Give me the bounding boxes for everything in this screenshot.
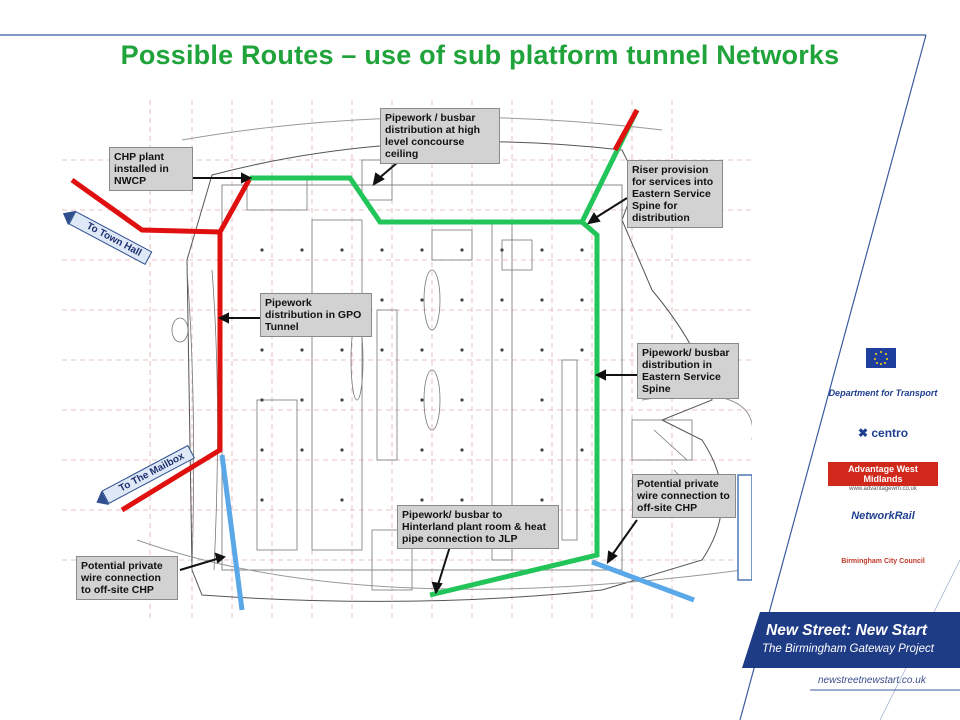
callout-eastern-spine: Pipework/ busbar distribution in Eastern… <box>637 343 739 399</box>
awm-logo: Advantage West Midlands www.advantagewm.… <box>828 462 938 492</box>
callout-gpo-tunnel: Pipework distribution in GPO Tunnel <box>260 293 372 337</box>
route-green-spine <box>429 220 600 598</box>
route-green-concourse <box>250 108 640 225</box>
route-blue-right <box>591 559 695 603</box>
route-blue-left <box>219 454 245 611</box>
callout-pipework-concourse: Pipework / busbar distribution at high l… <box>380 108 500 164</box>
brand-title: New Street: New Start <box>766 622 928 639</box>
brand-banner <box>742 612 960 668</box>
callout-private-wire-left: Potential private wire connection to off… <box>76 556 178 600</box>
callout-riser: Riser provision for services into Easter… <box>627 160 723 228</box>
centro-logo: ✖ centro <box>857 426 909 440</box>
slide-title: Possible Routes – use of sub platform tu… <box>120 40 840 70</box>
callout-private-wire-right: Potential private wire connection to off… <box>632 474 736 518</box>
bcc-logo: Birmingham City Council <box>841 558 925 565</box>
eu-flag-icon <box>866 348 896 368</box>
route-red-gpo <box>120 176 253 513</box>
brand-url: newstreetnewstart.co.uk <box>818 675 926 686</box>
dft-logo: Department for Transport <box>828 388 938 398</box>
network-rail-logo: NetworkRail <box>851 510 915 522</box>
brand-subtitle: The Birmingham Gateway Project <box>762 643 934 655</box>
route-red-top-right <box>612 108 640 152</box>
callout-hinterland: Pipework/ busbar to Hinterland plant roo… <box>397 505 559 549</box>
callout-chp-plant: CHP plant installed in NWCP <box>109 147 193 191</box>
route-red-town-hall <box>70 177 221 235</box>
side-box <box>737 474 752 581</box>
